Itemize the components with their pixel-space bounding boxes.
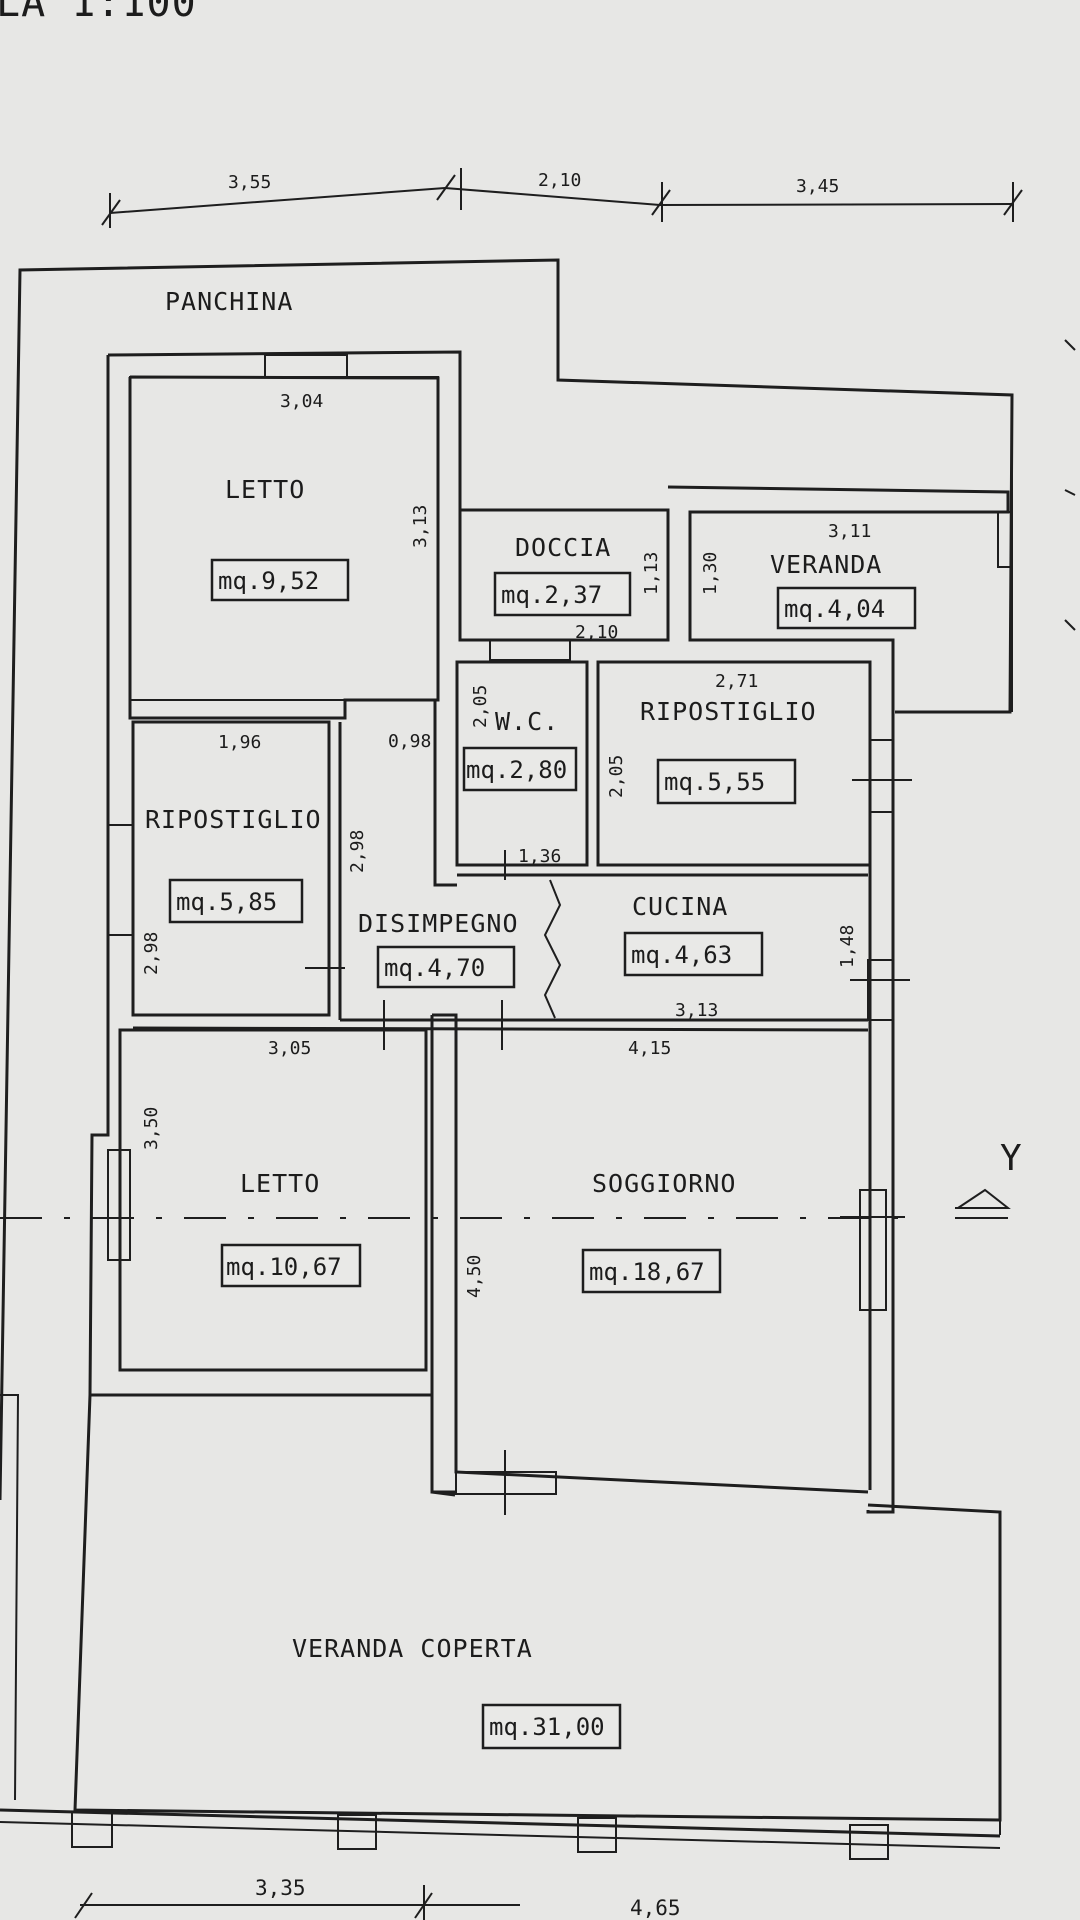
exterior-outline [0,258,1076,1501]
room-wc-dim-w: 1,36 [518,846,561,867]
room-ripostiglio-2-dim-h: 2,98 [141,932,162,975]
room-doccia-name: DOCCIA [515,533,611,562]
building-walls [0,350,1013,1860]
room-ripostiglio-2-dim-w: 1,96 [218,732,261,753]
room-ripostiglio-1-dim-h: 2,05 [606,755,627,798]
room-veranda-name: VERANDA [770,550,882,579]
room-veranda-dim-w: 3,11 [828,521,871,542]
section-marker: Y [954,1138,1023,1219]
room-wc-area-box [462,746,578,792]
top-dim-2: 2,10 [538,170,581,191]
room-veranda-area: mq.4,04 [784,595,885,623]
room-letto-2-area-box [220,1243,362,1288]
room-soggiorno-dim-h: 4,50 [464,1255,485,1298]
room-soggiorno-name: SOGGIORNO [592,1169,736,1198]
room-letto-1-dim-w: 3,04 [280,391,323,412]
room-ripostiglio-2-area-box [168,878,304,924]
room-cucina-name: CUCINA [632,892,728,921]
room-disimpegno-area-box [376,945,516,989]
top-dim-3: 3,45 [796,176,839,197]
room-doccia-area-box [493,571,632,617]
room-cucina-area-box [623,931,764,977]
room-ripostiglio-2-name: RIPOSTIGLIO [145,805,322,834]
room-veranda-dim-h: 1,30 [700,552,721,595]
room-wc-name: W.C. [495,707,559,736]
room-cucina-dim-w: 3,13 [675,1000,718,1021]
room-veranda-coperta-area: mq.31,00 [489,1713,605,1741]
room-disimpegno-dim-w: 0,98 [388,731,431,752]
room-letto-2-area: mq.10,67 [226,1253,342,1281]
room-doccia-dim-w: 2,10 [575,622,618,643]
room-panchina: PANCHINA [165,287,293,316]
room-veranda-area-box [776,586,917,630]
room-letto-2-dim-w: 3,05 [268,1038,311,1059]
room-soggiorno-dim-w: 4,15 [628,1038,671,1059]
room-wc-area: mq.2,80 [466,756,567,784]
room-doccia-area: mq.2,37 [501,581,602,609]
top-dimension-line: 3,55 2,10 3,45 [101,168,1023,228]
room-letto-2-dim-h: 3,50 [141,1107,162,1150]
room-ripostiglio-1-name: RIPOSTIGLIO [640,697,817,726]
room-cucina-area: mq.4,63 [631,941,732,969]
room-doccia-dim-h: 1,13 [641,552,662,595]
room-disimpegno-name: DISIMPEGNO [358,909,519,938]
room-cucina-dim-h: 1,48 [837,925,858,968]
room-disimpegno-dim-h: 2,98 [347,830,368,873]
room-letto-1-area: mq.9,52 [218,567,319,595]
room-ripostiglio-2-area: mq.5,85 [176,888,277,916]
room-letto-1-area-box [210,558,350,602]
room-ripostiglio-1-area: mq.5,55 [664,768,765,796]
room-letto-2-name: LETTO [240,1169,320,1198]
room-soggiorno-area: mq.18,67 [589,1258,705,1286]
top-dim-1: 3,55 [228,172,271,193]
room-soggiorno-area-box [581,1248,722,1294]
room-disimpegno-area: mq.4,70 [384,954,485,982]
room-ripostiglio-1-dim-w: 2,71 [715,671,758,692]
room-ripostiglio-1-area-box [656,758,797,805]
bottom-dim-2: 4,65 [630,1896,681,1920]
bottom-dim-1: 3,35 [255,1876,306,1900]
section-marker-label: Y [1000,1138,1023,1179]
scale-label: LA 1:100 [0,0,197,26]
room-letto-1-dim-h: 3,13 [410,505,431,548]
room-letto-1-name: LETTO [225,475,305,504]
room-veranda-coperta-area-box [481,1703,622,1750]
bottom-dimension-line: 3,35 4,65 [74,1876,681,1920]
room-wc-dim-h: 2,05 [470,685,491,728]
room-veranda-coperta-name: VERANDA COPERTA [292,1634,533,1663]
